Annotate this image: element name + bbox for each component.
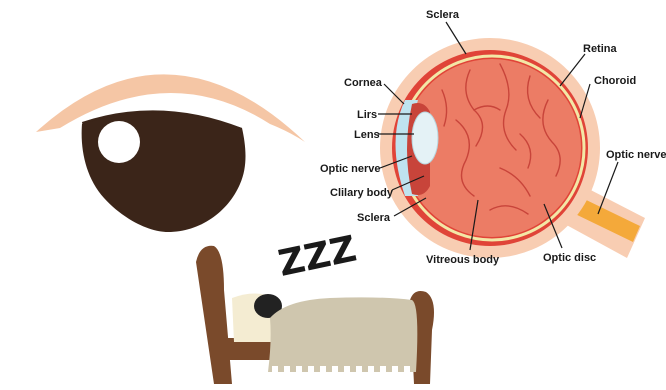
label-optic-nerve-right: Optic nerve bbox=[606, 149, 666, 161]
label-cornea: Cornea bbox=[344, 77, 383, 89]
label-sclera-bottom: Sclera bbox=[357, 212, 391, 224]
eye-closed-icon bbox=[36, 74, 305, 232]
label-optic-disc: Optic disc bbox=[543, 252, 596, 264]
sleep-zzz: ZZZ bbox=[275, 229, 360, 285]
label-lens: Lens bbox=[354, 129, 380, 141]
lens bbox=[412, 112, 438, 164]
zzz-text: ZZZ bbox=[275, 229, 360, 285]
blanket bbox=[268, 297, 417, 372]
label-choroid: Choroid bbox=[594, 75, 636, 87]
label-lirs: Lirs bbox=[357, 109, 377, 121]
headboard bbox=[196, 246, 232, 384]
label-retina: Retina bbox=[583, 43, 618, 55]
iris-highlight bbox=[98, 121, 140, 163]
label-vitreous-body: Vitreous body bbox=[426, 254, 500, 266]
label-ciliary-body: Clilary body bbox=[330, 187, 394, 199]
eye-anatomy-diagram bbox=[380, 38, 645, 258]
label-optic-nerve-left: Optic nerve bbox=[320, 163, 381, 175]
label-sclera-top: Sclera bbox=[426, 9, 460, 21]
